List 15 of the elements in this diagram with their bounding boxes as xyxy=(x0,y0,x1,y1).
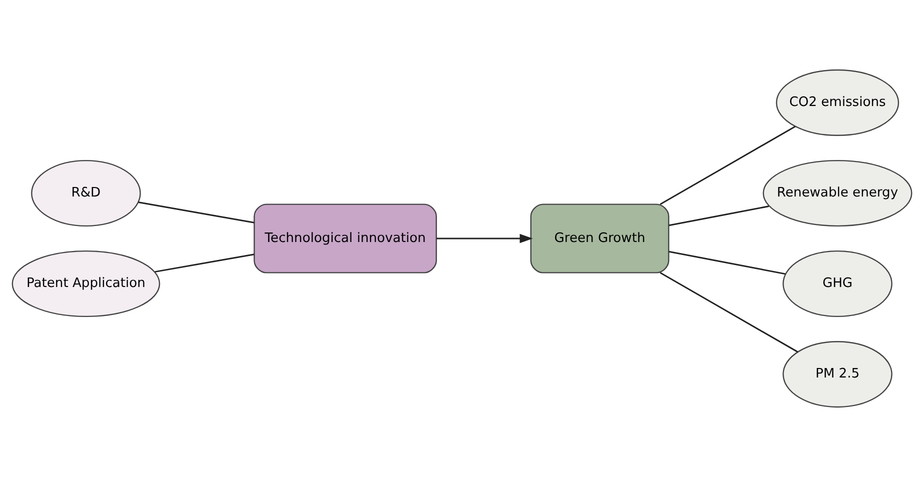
connector xyxy=(660,272,798,353)
node-ellipse: PM 2.5 xyxy=(782,341,892,408)
node-ellipse: Patent Application xyxy=(12,250,160,318)
node-ellipse: GHG xyxy=(782,250,892,318)
connector xyxy=(660,126,796,205)
node-ellipse: R&D xyxy=(31,160,141,227)
node-box: Green Growth xyxy=(530,204,670,274)
connector xyxy=(154,254,254,273)
connector xyxy=(668,250,786,275)
connector xyxy=(138,202,254,224)
node-box: Technological innovation xyxy=(254,204,437,274)
arrow xyxy=(436,234,533,244)
connector xyxy=(668,205,770,226)
node-ellipse: Renewable energy xyxy=(762,160,912,227)
node-ellipse: CO2 emissions xyxy=(776,69,900,136)
